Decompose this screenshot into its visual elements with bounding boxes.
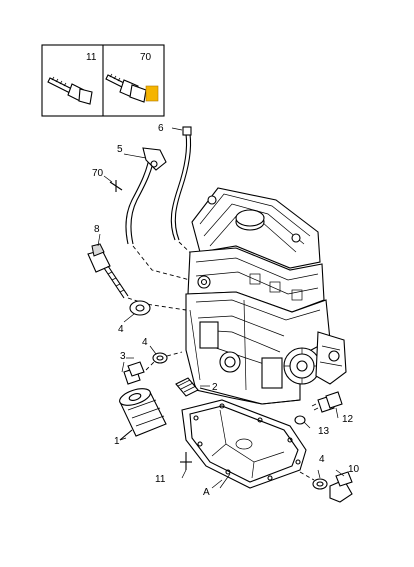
callout-13: 13 [318,426,330,437]
callout-8: 8 [94,224,100,235]
callout-10: 10 [348,464,360,475]
callout-6: 6 [158,123,164,134]
callout-4-middle: 4 [142,337,148,348]
highlight-marker [145,85,159,102]
oil-pressure-switch [311,391,343,413]
callout-4-lower: 4 [319,454,325,465]
callout-1: 1 [114,436,120,447]
legend-number-right: 70 [140,52,152,63]
drain-plug-and-washer [299,471,353,503]
bolt-icon [47,76,93,105]
sealing-washer [123,300,151,323]
callout-70: 70 [92,168,104,179]
callout-A: A [203,487,210,498]
callout-11: 11 [155,474,166,485]
bolt-marker [109,180,123,192]
oil-level-sensor [87,243,187,311]
plug-and-washer [123,351,183,385]
leader-lines [97,127,345,489]
oil-filter [119,388,167,441]
legend-box: 11 70 [41,44,165,117]
bolt-with-nut-icon [105,73,159,103]
sump-bolt-marker [180,452,192,470]
callout-5: 5 [117,144,123,155]
o-ring [294,415,306,425]
callout-2: 2 [212,382,218,393]
callout-labels: 6 5 70 8 4 4 3 2 1 11 A 12 13 4 10 [92,123,360,498]
callout-4-upper: 4 [118,324,124,335]
callout-3: 3 [120,351,126,362]
engine-block [185,187,347,405]
legend-number-left: 11 [86,52,97,63]
dipstick-assembly [125,126,201,281]
filter-adaptor [175,377,210,397]
callout-12: 12 [342,414,354,425]
oil-sump [181,399,307,489]
